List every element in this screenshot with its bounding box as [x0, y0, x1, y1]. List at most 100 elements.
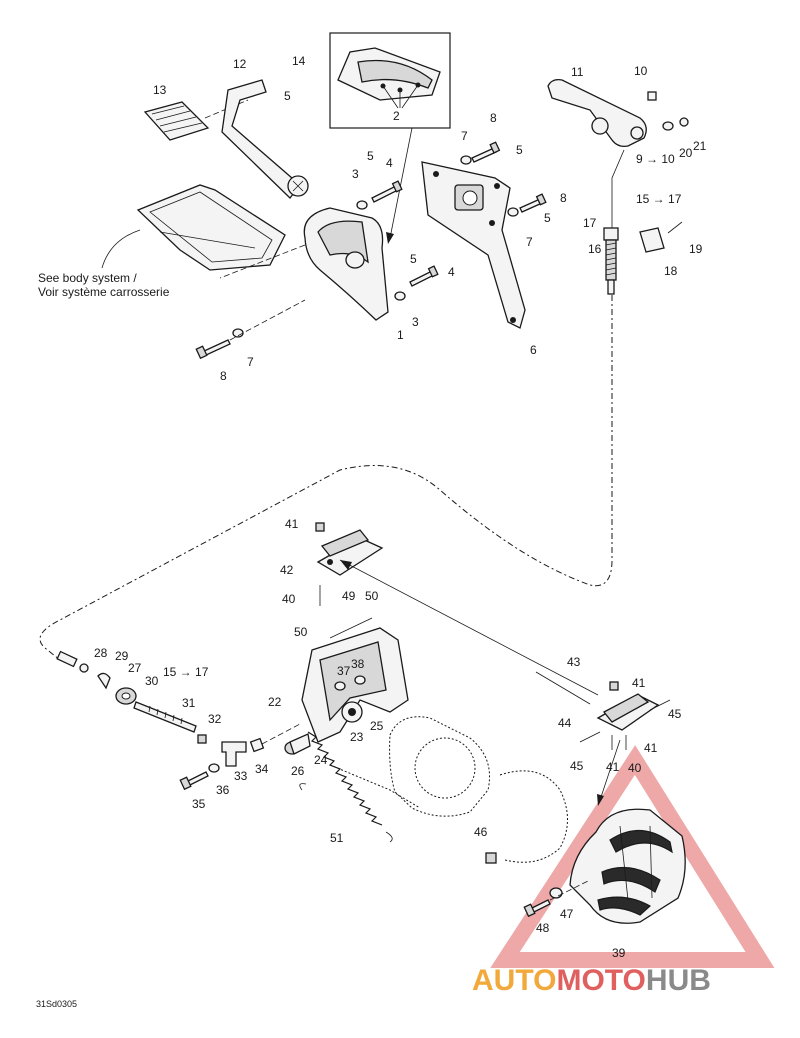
- washer-20: [662, 121, 674, 131]
- lever-assembly-22: [301, 627, 409, 743]
- callout-50a: 50: [365, 589, 379, 603]
- callout-8a: 8: [490, 111, 497, 125]
- upper-lever-11: [547, 78, 647, 148]
- nut-41-right: [609, 681, 619, 691]
- callout-41b: 41: [632, 676, 646, 690]
- return-spring-51: [299, 731, 393, 843]
- callout-45b: 45: [570, 759, 584, 773]
- callout-45a: 45: [668, 707, 682, 721]
- callout-41a: 41: [285, 517, 299, 531]
- callout-10: 10: [634, 64, 648, 78]
- nut-32: [197, 734, 207, 744]
- screw-19: [667, 221, 683, 234]
- callout-9: 9 → 10: [636, 152, 675, 166]
- bolt-45-right: [649, 699, 671, 711]
- bolt-4-upper: [371, 180, 403, 203]
- callout-44: 44: [558, 716, 572, 730]
- callout-31: 31: [182, 696, 196, 710]
- ring-37: [334, 681, 346, 691]
- callout-7a: 7: [461, 129, 468, 143]
- callout-3b: 3: [412, 315, 419, 329]
- clip-18: [639, 227, 665, 253]
- callout-5a: 5: [367, 149, 374, 163]
- body-system-note-fr: Voir système carrosserie: [38, 285, 170, 299]
- callout-21: 21: [693, 139, 707, 153]
- callout-16: 16: [588, 242, 602, 256]
- callout-41d: 41: [606, 760, 620, 774]
- cable-route-line: [39, 295, 613, 661]
- watermark-triangle: [490, 745, 775, 968]
- bolt-8-upper: [471, 141, 501, 163]
- callout-33: 33: [234, 769, 248, 783]
- fitting-33: [221, 741, 247, 767]
- callout-8b: 8: [560, 191, 567, 205]
- callout-25: 25: [370, 719, 384, 733]
- callout-14: 14: [292, 54, 306, 68]
- callout-51: 51: [330, 831, 344, 845]
- callout-50b: 50: [294, 625, 308, 639]
- callout-41c: 41: [644, 741, 658, 755]
- callout-5e: 5: [544, 211, 551, 225]
- callout-24: 24: [314, 753, 328, 767]
- drive-cover-39: [569, 808, 686, 924]
- lever-bracket: [303, 207, 389, 321]
- callout-35: 35: [192, 797, 206, 811]
- washer-36: [208, 763, 220, 773]
- callout-19: 19: [689, 242, 703, 256]
- rod-end-17: [603, 227, 619, 241]
- washer-7-mid: [507, 207, 519, 217]
- callout-22: 22: [268, 695, 282, 709]
- footrest-pad: [143, 101, 210, 141]
- body-system-note-en: See body system /: [38, 271, 137, 285]
- watermark-part-hub: HUB: [646, 964, 711, 997]
- callout-13: 13: [153, 83, 167, 97]
- callout-5c: 5: [410, 252, 417, 266]
- clip-29: [97, 672, 111, 690]
- callout-28: 28: [94, 646, 108, 660]
- callout-4a: 4: [386, 156, 393, 170]
- callout-11: 11: [571, 65, 584, 79]
- callout-40b: 40: [628, 761, 642, 775]
- washer-21: [679, 117, 689, 127]
- watermark-part-moto: MOTO: [556, 964, 645, 997]
- bolt-45-left: [579, 731, 601, 743]
- threaded-rod-16: [605, 239, 617, 295]
- washer-3-upper: [356, 200, 368, 210]
- callout-27: 27: [128, 661, 142, 675]
- diagram-code: 31Sd0305: [36, 999, 77, 1009]
- callout-1: 1: [397, 328, 404, 342]
- callout-4b: 4: [448, 265, 455, 279]
- washer-3-lower: [394, 291, 406, 301]
- callout-5b: 5: [284, 89, 291, 103]
- callout-32: 32: [208, 712, 222, 726]
- callout-49: 49: [342, 589, 356, 603]
- bolt-8-mid: [519, 193, 547, 213]
- callout-17: 17: [583, 216, 597, 230]
- spacer-26: [284, 733, 311, 755]
- watermark-logo: [490, 745, 775, 968]
- callout-20: 20: [679, 146, 693, 160]
- callout-15a: 15 → 17: [636, 192, 682, 206]
- bolt-35: [179, 771, 209, 791]
- callout-3a: 3: [352, 167, 359, 181]
- nut-41-top: [315, 522, 325, 532]
- callout-23: 23: [350, 730, 364, 744]
- bolt-8-lower: [195, 339, 231, 360]
- callout-47: 47: [560, 907, 574, 921]
- callout-30: 30: [145, 674, 159, 688]
- callout-2: 2: [393, 109, 400, 123]
- link-rod-43: [535, 671, 591, 705]
- washer-7-upper: [460, 155, 472, 165]
- callout-42: 42: [280, 563, 294, 577]
- watermark-part-auto: AUTO: [472, 964, 556, 997]
- shift-rod: [611, 149, 625, 238]
- callout-37: 37: [337, 664, 351, 678]
- callout-46: 46: [474, 825, 488, 839]
- callout-8c: 8: [220, 369, 227, 383]
- callout-12: 12: [233, 57, 247, 71]
- callout-15b: 15 → 17: [163, 665, 209, 679]
- bushing-46: [485, 852, 497, 864]
- bolt-48: [523, 899, 551, 918]
- callout-39: 39: [612, 946, 626, 960]
